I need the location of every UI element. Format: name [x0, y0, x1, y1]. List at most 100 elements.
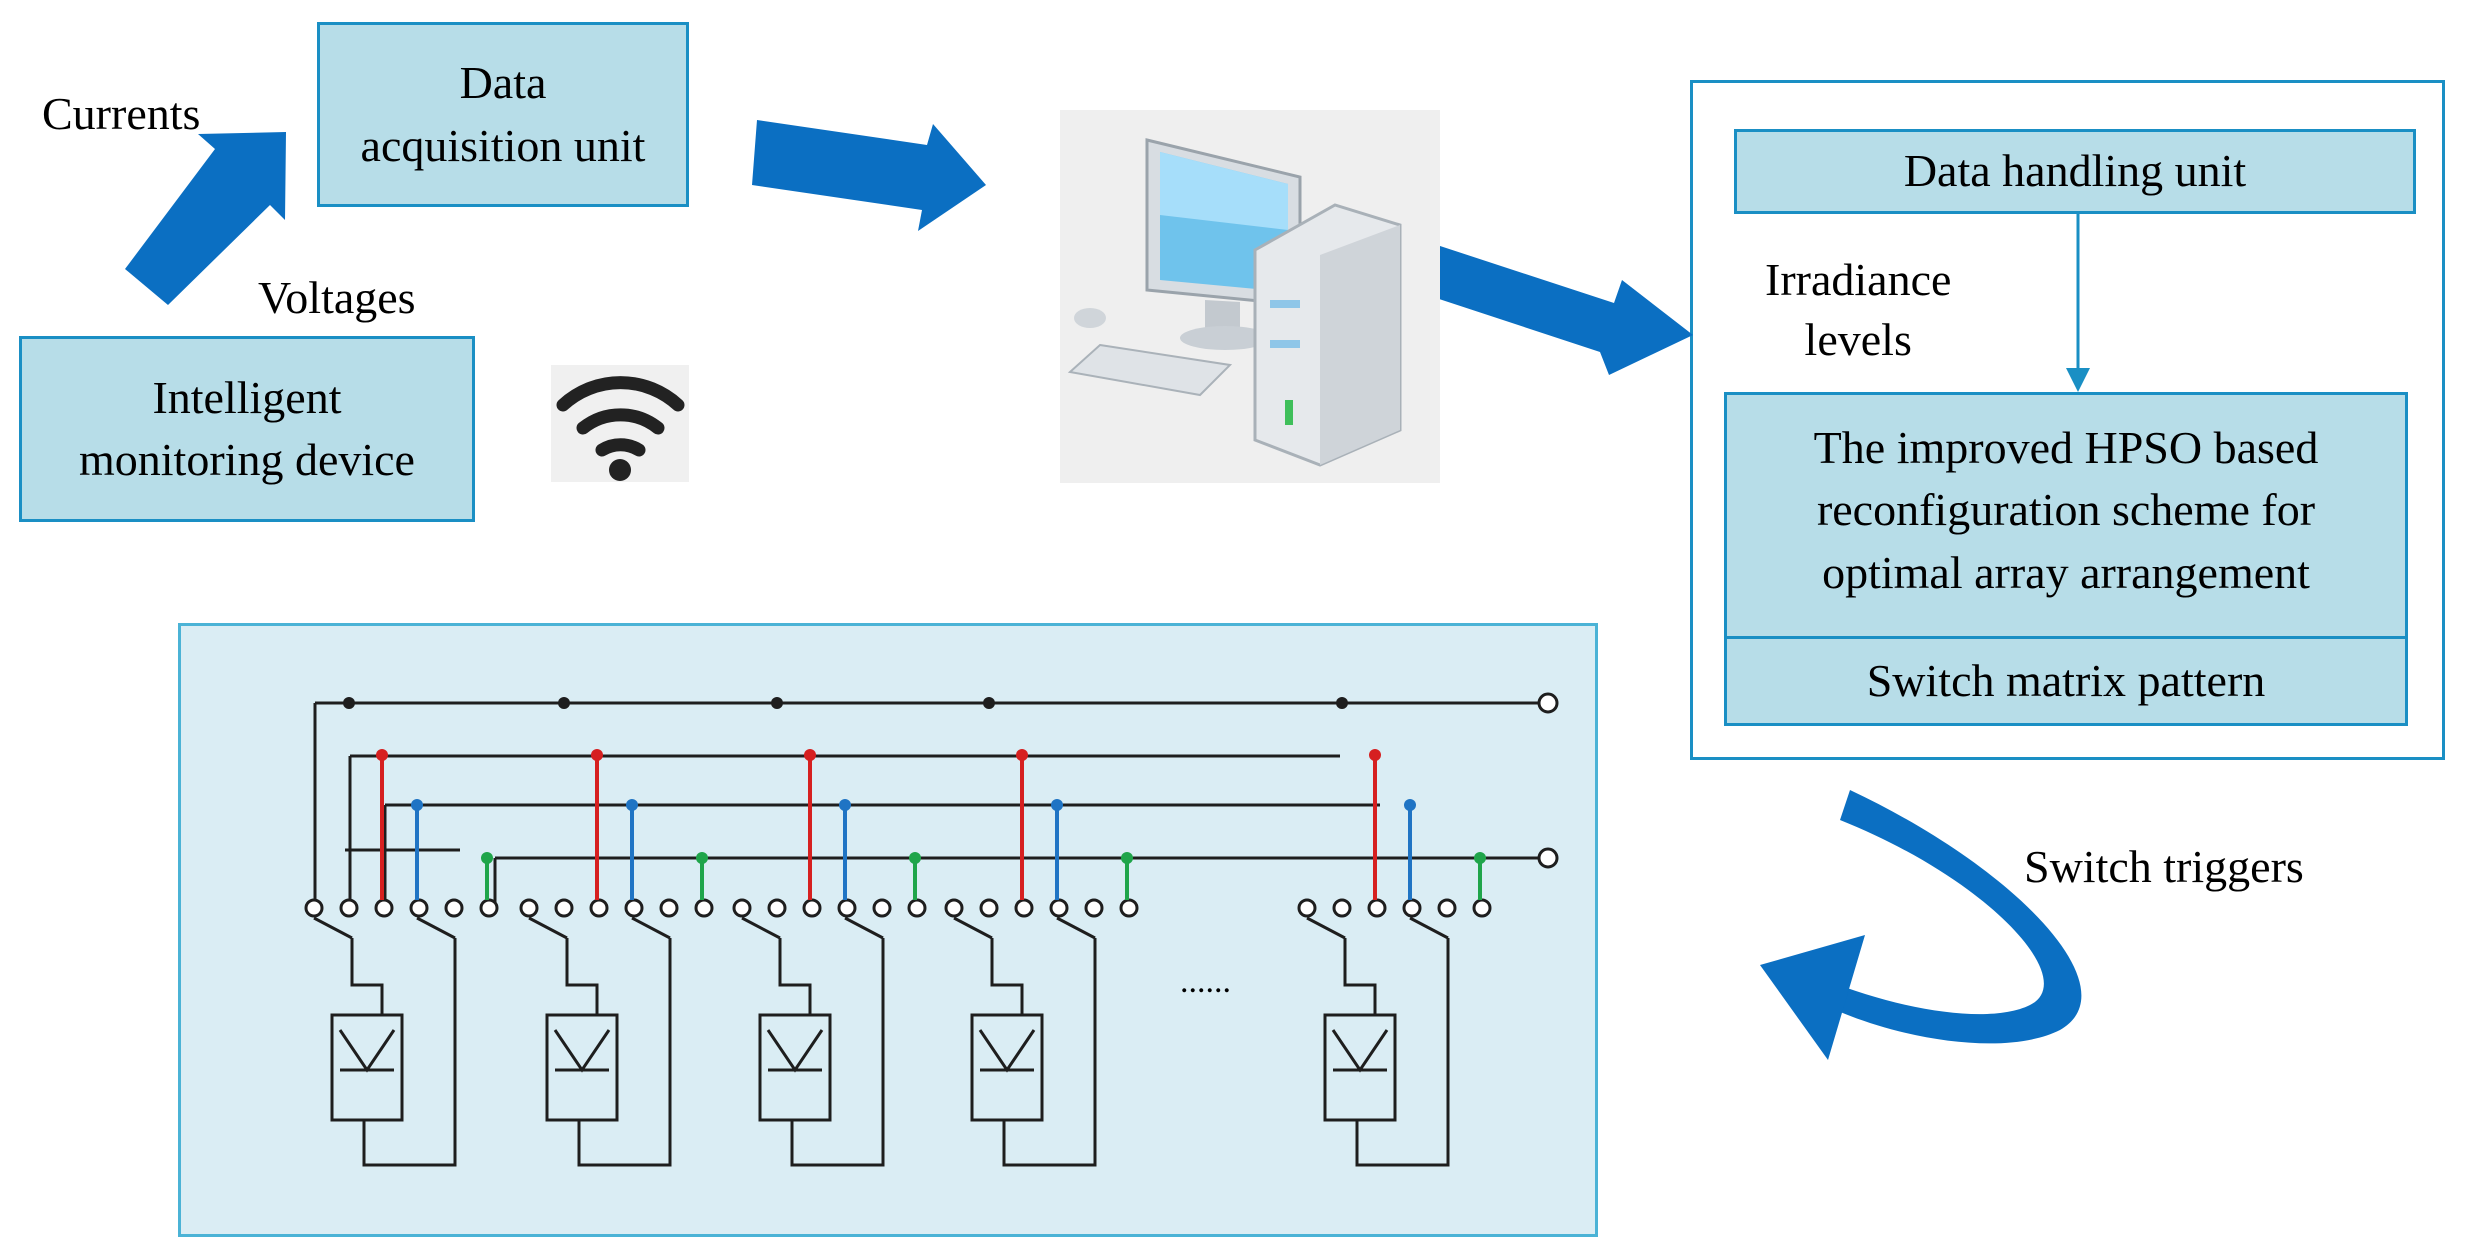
switch-terminal	[304, 898, 324, 918]
switch-blade	[1056, 916, 1096, 940]
switch-terminal	[1119, 898, 1139, 918]
switch-terminal	[1014, 898, 1034, 918]
switch-matrix-pattern-box: Switch matrix pattern	[1724, 636, 2408, 726]
pv-array-circuit	[313, 692, 1559, 908]
voltages-label: Voltages	[258, 272, 416, 323]
upload-arrow	[125, 132, 286, 305]
switch-terminal	[694, 898, 714, 918]
switch-triggers-arrow	[1760, 790, 2082, 1060]
switch-blade	[1409, 916, 1449, 940]
diode-symbol	[338, 1029, 396, 1073]
green-junction	[1121, 852, 1133, 864]
switch-blade	[844, 916, 884, 940]
handling-to-scheme-arrowhead	[2066, 368, 2090, 392]
wifi-icon	[551, 365, 689, 482]
switch-terminal	[1297, 898, 1317, 918]
switch-terminal	[1367, 898, 1387, 918]
red-junction	[1369, 749, 1381, 761]
switch-terminal	[979, 898, 999, 918]
switch-terminal	[519, 898, 539, 918]
computer-icon	[1060, 110, 1440, 483]
switch-terminal	[732, 898, 752, 918]
pv-panel-icon	[545, 1013, 619, 1122]
green-junction	[1474, 852, 1486, 864]
switch-blade	[953, 916, 993, 940]
switch-terminal	[409, 898, 429, 918]
module-wire	[565, 938, 599, 1015]
pv-array-circuit-panel	[178, 623, 1598, 1237]
blue-junction	[1404, 799, 1416, 811]
data-acquisition-unit-label: Data acquisition unit	[360, 57, 646, 171]
module-wire	[1002, 938, 1097, 1167]
ellipsis-label: ......	[1180, 963, 1231, 1000]
switch-terminal	[444, 898, 464, 918]
module-wire	[990, 938, 1024, 1015]
red-junction	[804, 749, 816, 761]
switch-blade	[1306, 916, 1346, 940]
switch-triggers-label: Switch triggers	[2024, 841, 2304, 892]
module-wire	[790, 938, 885, 1167]
blue-junction	[1051, 799, 1063, 811]
switch-blade	[528, 916, 568, 940]
data-acquisition-unit-box: Data acquisition unit	[317, 22, 689, 207]
switch-terminal	[1402, 898, 1422, 918]
diode-symbol	[1331, 1029, 1389, 1073]
module-wire	[778, 938, 812, 1015]
switch-terminal	[767, 898, 787, 918]
irradiance-levels-label: Irradiance levels	[1765, 254, 1952, 365]
acquisition-to-computer-arrow	[752, 120, 986, 231]
switch-terminal	[872, 898, 892, 918]
switch-blade	[313, 916, 353, 940]
data-handling-unit-box: Data handling unit	[1734, 129, 2416, 214]
switch-matrix-pattern-label: Switch matrix pattern	[1866, 654, 2266, 706]
switch-terminal	[1332, 898, 1352, 918]
currents-label: Currents	[42, 88, 201, 139]
switch-terminal	[1049, 898, 1069, 918]
bus-junction	[558, 697, 570, 709]
switch-blade	[631, 916, 671, 940]
switch-terminal	[802, 898, 822, 918]
diode-symbol	[553, 1029, 611, 1073]
switch-terminal	[944, 898, 964, 918]
intelligent-monitoring-device-box: Intelligent monitoring device	[19, 336, 475, 522]
hpso-scheme-label: The improved HPSO based reconfiguration …	[1813, 422, 2319, 598]
pv-panel-icon	[758, 1013, 832, 1122]
blue-junction	[839, 799, 851, 811]
module-wire	[350, 938, 384, 1015]
switch-terminal	[837, 898, 857, 918]
diode-symbol	[978, 1029, 1036, 1073]
module-wire	[1355, 938, 1450, 1167]
diode-symbol	[766, 1029, 824, 1073]
bus-junction	[343, 697, 355, 709]
switch-terminal	[374, 898, 394, 918]
bus-junction	[1336, 697, 1348, 709]
bus-junction	[771, 697, 783, 709]
hpso-scheme-box: The improved HPSO based reconfiguration …	[1724, 392, 2408, 639]
blue-junction	[411, 799, 423, 811]
pv-panel-icon	[330, 1013, 404, 1122]
switch-terminal	[339, 898, 359, 918]
switch-terminal	[554, 898, 574, 918]
red-junction	[376, 749, 388, 761]
intelligent-monitoring-device-label: Intelligent monitoring device	[79, 371, 415, 485]
switch-terminal	[907, 898, 927, 918]
computer-to-processing-arrow	[1433, 245, 1693, 375]
switch-terminal	[659, 898, 679, 918]
green-junction	[909, 852, 921, 864]
module-wire	[577, 938, 672, 1167]
green-junction	[696, 852, 708, 864]
bus-junction	[983, 697, 995, 709]
pv-panel-icon	[970, 1013, 1044, 1122]
switch-terminal	[479, 898, 499, 918]
pv-panel-icon	[1323, 1013, 1397, 1122]
switch-terminal	[589, 898, 609, 918]
pv-array-modules	[304, 697, 1492, 1167]
blue-junction	[626, 799, 638, 811]
switch-terminal	[1472, 898, 1492, 918]
switch-terminal	[1437, 898, 1457, 918]
green-junction	[481, 852, 493, 864]
switch-terminal	[1084, 898, 1104, 918]
module-wire	[362, 938, 457, 1167]
red-junction	[591, 749, 603, 761]
